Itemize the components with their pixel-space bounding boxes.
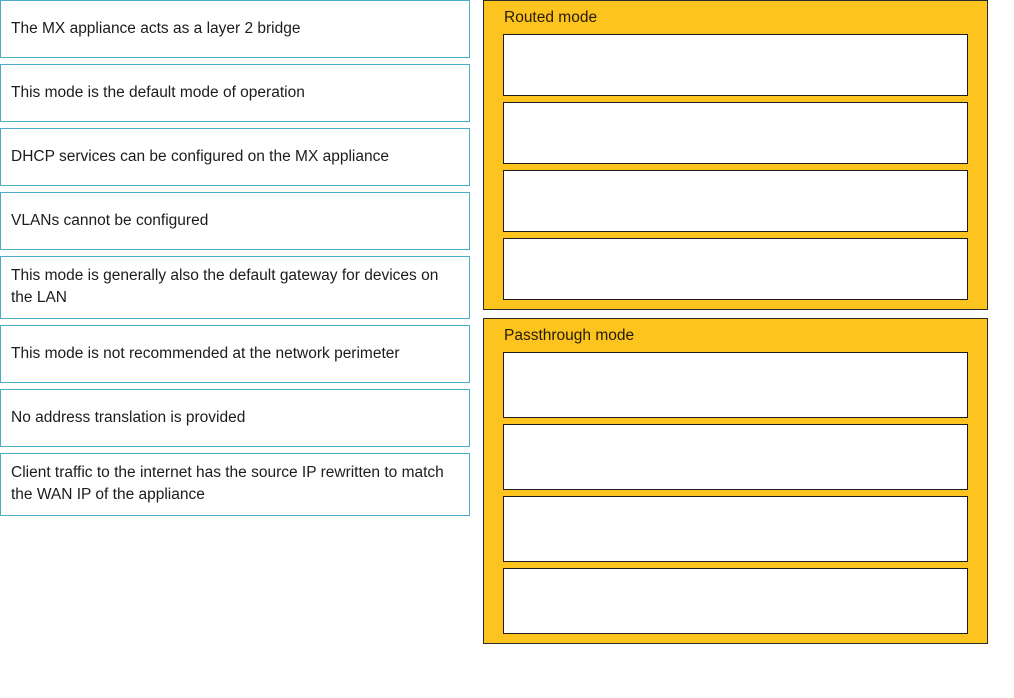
drop-slot-list [503, 351, 968, 634]
drop-slot[interactable] [503, 237, 968, 300]
drop-slot[interactable] [503, 351, 968, 418]
drop-panel-title: Passthrough mode [504, 326, 635, 344]
statement-tile-label: DHCP services can be configured on the M… [11, 147, 389, 165]
statement-tile-label: Client traffic to the internet has the s… [11, 464, 444, 503]
drop-slot-list [503, 33, 968, 300]
drop-panel-column: Routed mode Passthrough mode [483, 0, 988, 644]
statement-tile[interactable]: VLANs cannot be configured [0, 192, 470, 250]
statement-tile[interactable]: No address translation is provided [0, 389, 470, 447]
drop-slot[interactable] [503, 423, 968, 490]
statement-tile-label: The MX appliance acts as a layer 2 bridg… [11, 19, 301, 37]
drop-panel-passthrough-mode[interactable]: Passthrough mode [483, 317, 988, 644]
drop-slot[interactable] [503, 101, 968, 164]
drop-slot[interactable] [503, 495, 968, 562]
statement-tile-label: VLANs cannot be configured [11, 211, 209, 229]
statement-tile-label: This mode is generally also the default … [11, 267, 439, 306]
drop-slot[interactable] [503, 33, 968, 96]
drop-slot[interactable] [503, 169, 968, 232]
statement-tile[interactable]: This mode is not recommended at the netw… [0, 325, 470, 383]
statement-tile[interactable]: This mode is the default mode of operati… [0, 64, 470, 122]
statement-bank: The MX appliance acts as a layer 2 bridg… [0, 0, 470, 516]
statement-tile[interactable]: This mode is generally also the default … [0, 256, 470, 319]
statement-tile[interactable]: The MX appliance acts as a layer 2 bridg… [0, 0, 470, 58]
statement-tile-label: This mode is the default mode of operati… [11, 83, 305, 101]
statement-tile-label: This mode is not recommended at the netw… [11, 344, 400, 362]
statement-tile-label: No address translation is provided [11, 408, 246, 426]
drop-panel-routed-mode[interactable]: Routed mode [483, 0, 988, 310]
statement-tile[interactable]: DHCP services can be configured on the M… [0, 128, 470, 186]
drop-slot[interactable] [503, 567, 968, 634]
statement-tile[interactable]: Client traffic to the internet has the s… [0, 453, 470, 516]
drop-panel-title: Routed mode [504, 9, 598, 26]
